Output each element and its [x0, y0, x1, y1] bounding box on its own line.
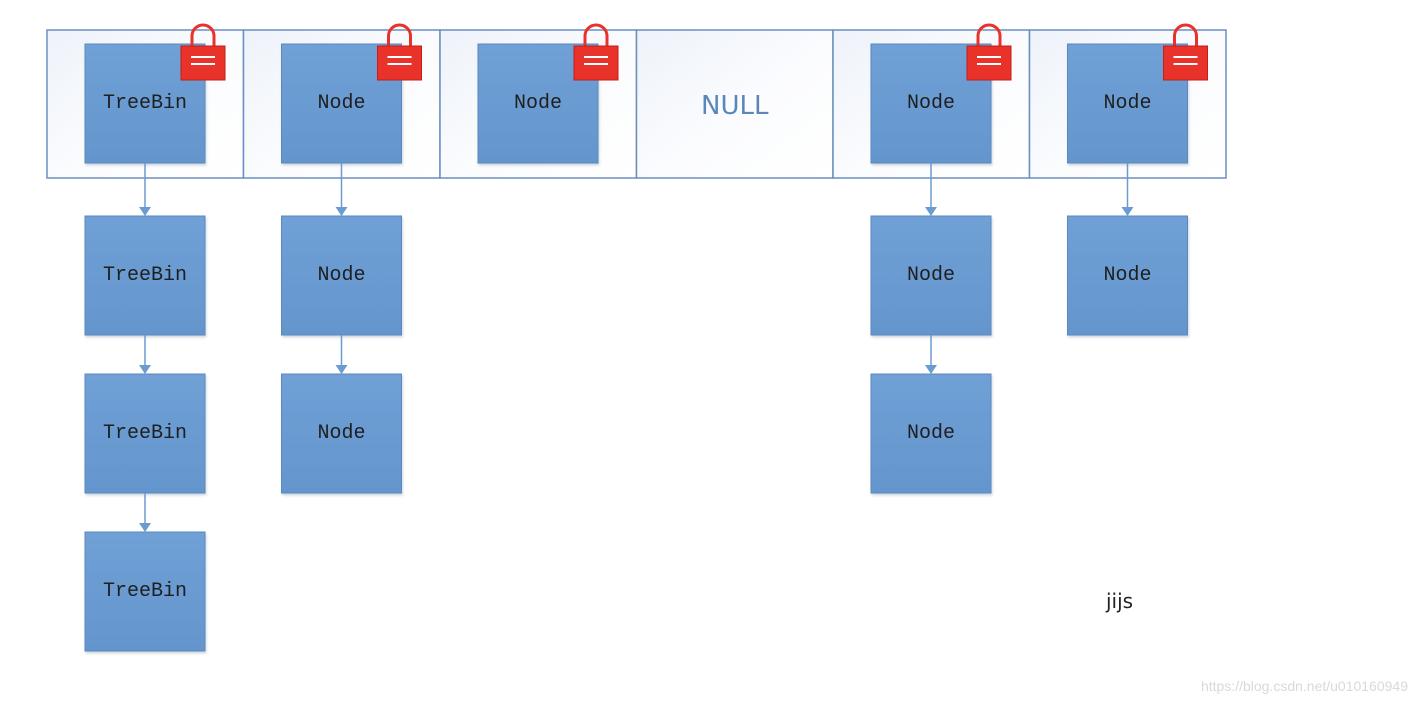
- lock-icon: [966, 23, 1012, 81]
- head-node-label: Node: [1103, 92, 1151, 115]
- null-label: NULL: [701, 91, 769, 121]
- chain-node-label: Node: [907, 422, 955, 445]
- bucket-cell-frame: [635, 29, 834, 179]
- chain-arrowhead: [139, 207, 151, 216]
- chain-node-label: Node: [1103, 264, 1151, 287]
- head-node-label: Node: [907, 92, 955, 115]
- chain-arrowhead: [335, 207, 348, 216]
- bucket-cell: Node: [439, 23, 638, 179]
- lock-shackle: [190, 23, 216, 48]
- lock-shackle: [976, 23, 1002, 48]
- chain-node-label: TreeBin: [103, 580, 187, 603]
- chain-arrowhead: [925, 207, 937, 216]
- chain-node-label: Node: [907, 264, 955, 287]
- bucket-cell: NULL: [635, 29, 834, 179]
- chain-arrowhead: [1121, 207, 1134, 216]
- chain-node-label: Node: [317, 422, 365, 445]
- chain-node-box: [84, 215, 206, 336]
- chain-node-box: [281, 373, 402, 494]
- chain-node-label: TreeBin: [103, 264, 187, 287]
- chain-node-box: [870, 215, 992, 336]
- lock-shackle: [583, 23, 609, 48]
- head-node-label: TreeBin: [103, 92, 187, 115]
- chain-node-box: [870, 373, 992, 494]
- watermark-url: https://blog.csdn.net/u010160949: [1200, 678, 1408, 694]
- lock-icon: [377, 23, 422, 81]
- head-node-label: Node: [317, 92, 365, 115]
- lock-icon: [180, 23, 226, 81]
- chain-arrowhead: [139, 523, 151, 532]
- chain-node-label: Node: [317, 264, 365, 287]
- chain-node-label: TreeBin: [103, 422, 187, 445]
- head-node-label: Node: [514, 92, 562, 115]
- chain-node-box: [84, 373, 206, 494]
- chain-arrowhead: [139, 365, 151, 374]
- lock-shackle: [1173, 23, 1198, 48]
- bucket-table: TreeBinTreeBinTreeBinTreeBinNodeNodeNode…: [46, 23, 1227, 652]
- chain-node-box: [84, 531, 206, 652]
- chain-node-box: [281, 215, 402, 336]
- author-label: jijs: [1105, 589, 1133, 613]
- chain-arrowhead: [335, 365, 348, 374]
- chain-node-box: [1067, 215, 1188, 336]
- lock-icon: [573, 23, 619, 81]
- lock-shackle: [387, 23, 412, 48]
- chain-arrowhead: [925, 365, 937, 374]
- lock-icon: [1163, 23, 1208, 81]
